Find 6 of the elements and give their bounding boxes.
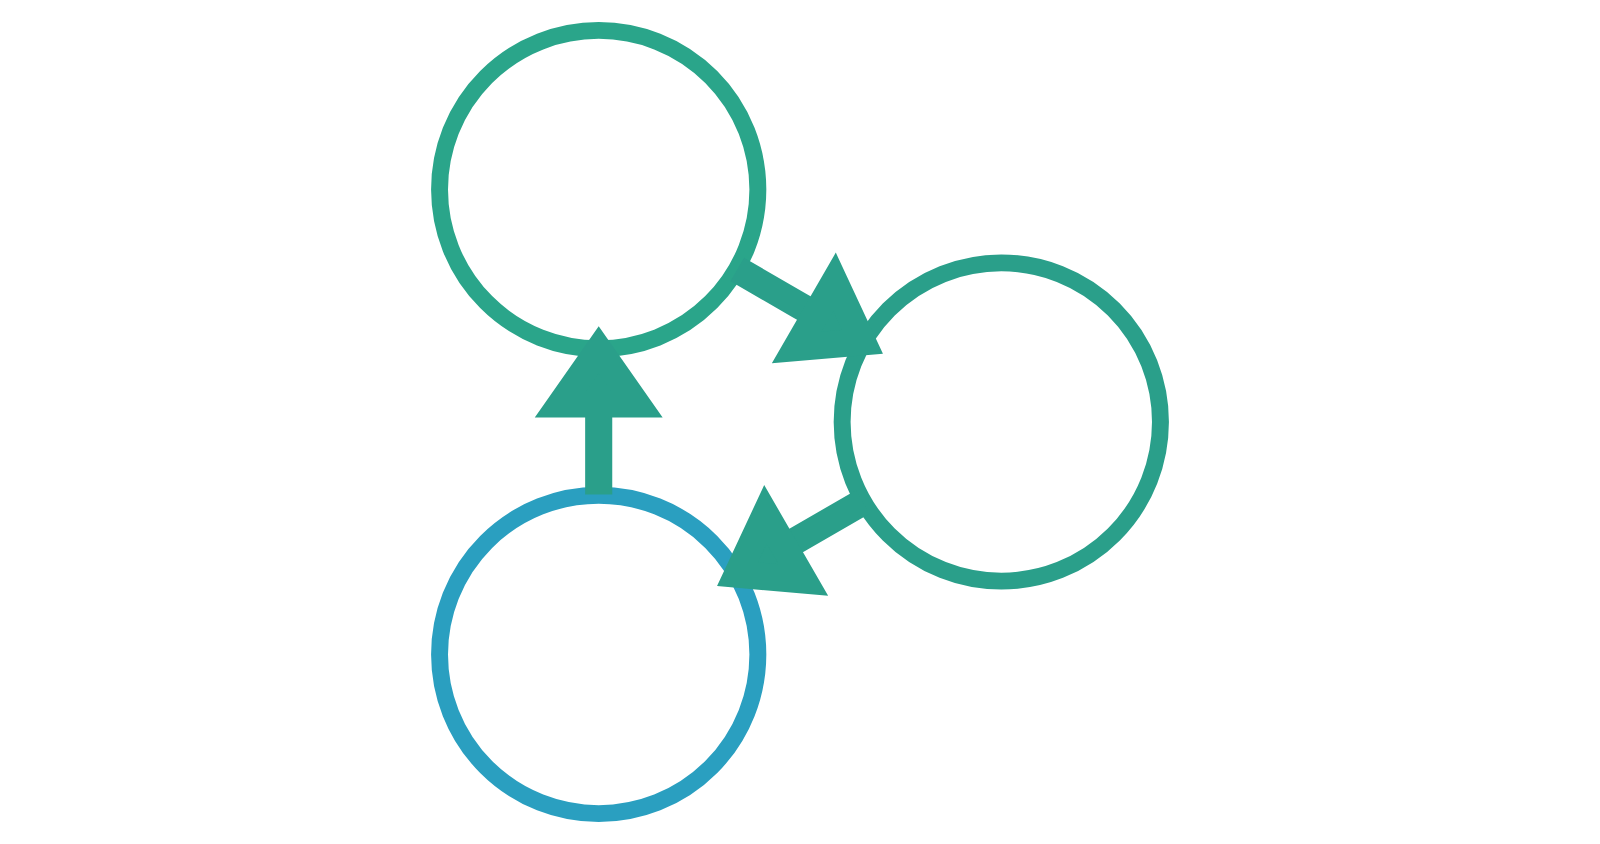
arrow [730, 252, 883, 364]
node-circle [431, 21, 767, 358]
node-circle [833, 254, 1169, 590]
arrow [534, 326, 663, 495]
arrow [717, 485, 870, 596]
node-circle [431, 486, 767, 823]
